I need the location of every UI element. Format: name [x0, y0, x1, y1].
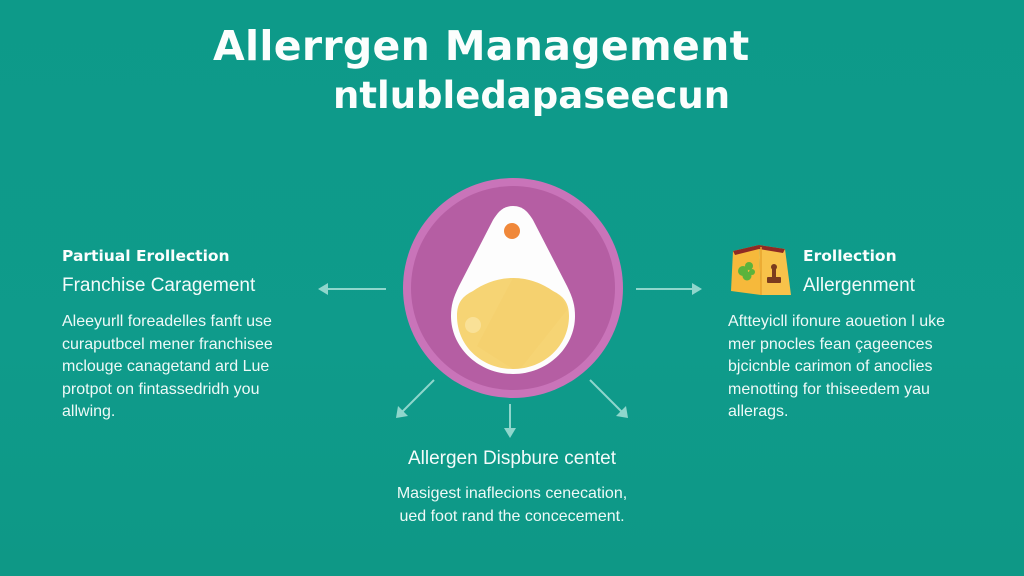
bottom-info-block: Allergen Dispbure centet Masigest inafle… — [362, 448, 662, 528]
bottom-block-heading: Allergen Dispbure centet — [407, 448, 617, 469]
left-info-block: Partiual Erollection Franchise Caragemen… — [62, 247, 322, 424]
left-body-line: Aleeyurll foreadelles fanft use — [62, 313, 272, 330]
right-block-eyebrow: Erollection — [803, 247, 897, 265]
left-body-line: protpot on fintassedridh you — [62, 380, 260, 398]
arrow-right-icon — [636, 283, 702, 295]
allergen-folder-icon — [731, 245, 791, 295]
arrow-left-icon — [318, 283, 386, 295]
left-body-line: curaputbcel mener franchisee — [62, 335, 273, 353]
right-block-heading: Allergenment — [803, 275, 915, 296]
arrow-down-right-icon — [589, 379, 628, 418]
bottom-block-body: Masigest inaflecions cenecation, ued foo… — [362, 482, 662, 528]
right-body-line: allerags. — [728, 403, 789, 420]
allergen-drop-icon — [451, 206, 575, 374]
right-body-line: Afttеyicll ifonure aouetion l uke — [728, 313, 946, 330]
left-block-eyebrow: Partiual Erollection — [62, 247, 230, 265]
left-body-line: mclouge canagetand ard Lue — [62, 358, 270, 375]
left-body-line: allwing. — [62, 403, 116, 420]
arrow-down-icon — [504, 404, 516, 438]
bottom-body-line: Masigest inaflecions cenecation, — [396, 485, 628, 502]
left-block-heading: Franchise Caragement — [62, 275, 256, 296]
right-body-line: bjcicnble carimon of anoclies — [728, 358, 933, 375]
page-subtitle: ntlubledapaseecun — [333, 74, 731, 117]
right-body-line: mer pnocles fean çageences — [728, 335, 933, 353]
center-hub — [403, 178, 623, 398]
right-info-block: Erollection Allergenment Afttеyicll ifon… — [728, 247, 1018, 424]
right-body-line: menotting for thiseedem yau — [728, 380, 930, 398]
arrow-down-left-icon — [396, 379, 435, 418]
bottom-body-line: ued foot rand the concecement. — [399, 508, 625, 525]
page-title: Allerrgen Management — [213, 22, 750, 70]
right-block-body: Afttеyicll ifonure aouetion l uke mer pn… — [728, 311, 1018, 424]
left-block-body: Aleeyurll foreadelles fanft use curaputb… — [62, 311, 322, 424]
